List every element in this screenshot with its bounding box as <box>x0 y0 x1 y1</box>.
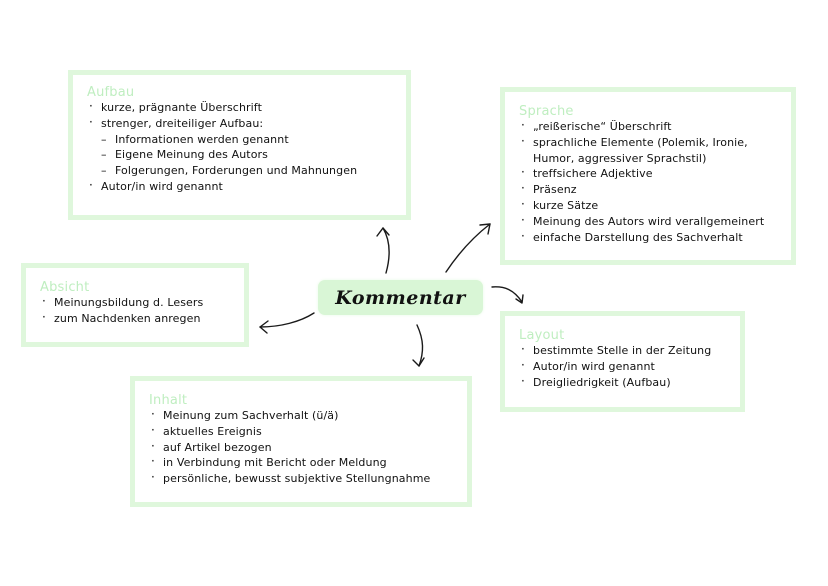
list-item: kurze, prägnante Überschrift <box>87 99 394 116</box>
list-item: Autor/in wird genannt <box>87 178 394 195</box>
list-item: zum Nachdenken anregen <box>40 310 232 327</box>
layout-heading: Layout <box>519 328 565 343</box>
list-item: kurze Sätze <box>519 197 779 214</box>
arrow-to-inhalt <box>412 324 425 367</box>
arrow-to-layout <box>491 286 524 304</box>
list-item: bestimmte Stelle in der Zeitung <box>519 342 728 359</box>
list-item-continuation: Humor, aggressiver Sprachstil) <box>533 151 707 165</box>
arrow-to-aufbau <box>376 227 390 274</box>
sprache-list: „reißerische“ Überschrift sprachliche El… <box>519 118 779 246</box>
list-item: treffsichere Adjektive <box>519 165 779 182</box>
list-item: strenger, dreiteiliger Aufbau: <box>87 115 394 132</box>
inhalt-list: Meinung zum Sachverhalt (ü/ä) aktuelles … <box>149 407 455 487</box>
list-item: Meinung des Autors wird verallgemeinert <box>519 213 779 230</box>
list-item: „reißerische“ Überschrift <box>519 118 779 135</box>
sprache-box: Sprache „reißerische“ Überschrift sprach… <box>500 87 796 265</box>
list-item: persönliche, bewusst subjektive Stellung… <box>149 470 455 487</box>
layout-box: Layout bestimmte Stelle in der Zeitung A… <box>500 311 745 412</box>
list-item: Präsenz <box>519 181 779 198</box>
central-topic-node: Kommentar <box>318 280 483 315</box>
inhalt-box: Inhalt Meinung zum Sachverhalt (ü/ä) akt… <box>130 376 472 507</box>
sub-list-item: –Eigene Meinung des Autors <box>101 148 268 162</box>
sub-list-item: –Folgerungen, Forderungen und Mahnungen <box>101 164 358 178</box>
list-item: Dreigliedrigkeit (Aufbau) <box>519 374 728 391</box>
arrow-to-sprache <box>445 223 491 273</box>
central-topic-title: Kommentar <box>335 286 466 309</box>
list-item: in Verbindung mit Bericht oder Meldung <box>149 454 455 471</box>
absicht-heading: Absicht <box>40 280 90 295</box>
list-item: auf Artikel bezogen <box>149 439 455 456</box>
inhalt-heading: Inhalt <box>149 393 188 408</box>
list-item: aktuelles Ereignis <box>149 423 455 440</box>
list-item: Meinung zum Sachverhalt (ü/ä) <box>149 407 455 424</box>
list-item: Autor/in wird genannt <box>519 358 728 375</box>
absicht-box: Absicht Meinungsbildung d. Lesers zum Na… <box>21 263 249 347</box>
list-item: einfache Darstellung des Sachverhalt <box>519 229 779 246</box>
list-item: sprachliche Elemente (Polemik, Ironie, <box>519 134 779 151</box>
layout-list: bestimmte Stelle in der Zeitung Autor/in… <box>519 342 728 391</box>
aufbau-list: kurze, prägnante Überschrift strenger, d… <box>87 99 394 195</box>
arrow-to-absicht <box>259 312 315 334</box>
aufbau-box: Aufbau kurze, prägnante Überschrift stre… <box>68 70 411 220</box>
sprache-heading: Sprache <box>519 104 574 119</box>
aufbau-heading: Aufbau <box>87 85 135 100</box>
list-item: Meinungsbildung d. Lesers <box>40 294 232 311</box>
absicht-list: Meinungsbildung d. Lesers zum Nachdenken… <box>40 294 232 327</box>
sub-list-item: –Informationen werden genannt <box>101 132 289 146</box>
